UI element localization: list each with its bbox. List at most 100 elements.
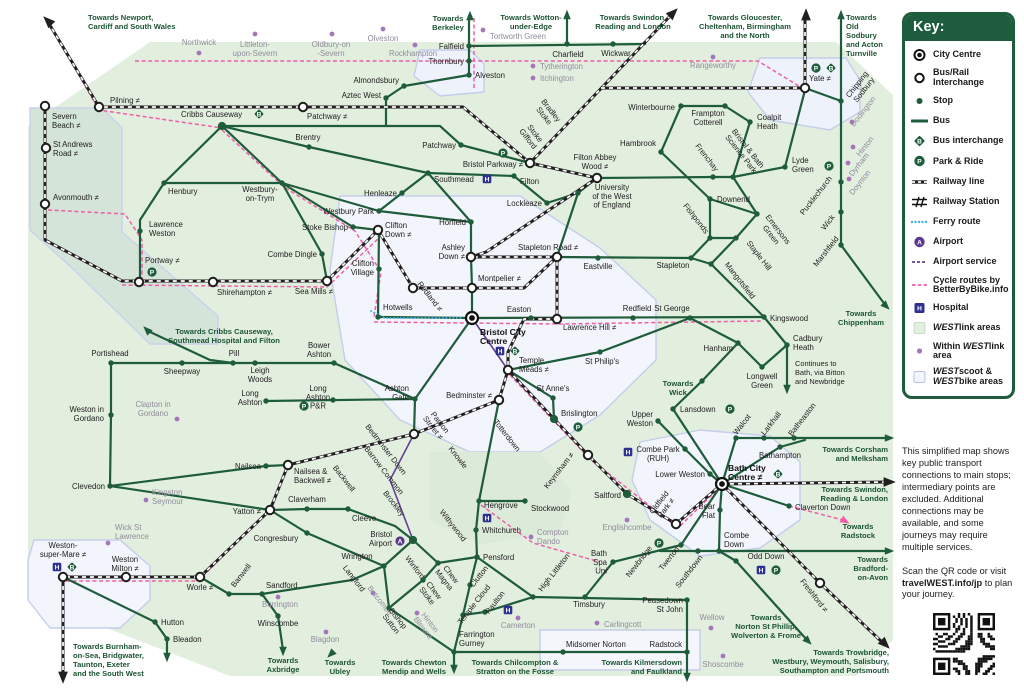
key-item-airsvc: Airport service bbox=[911, 255, 1006, 269]
bus-line bbox=[671, 341, 740, 486]
station-label: Burrington bbox=[262, 600, 298, 609]
station-label: Tortworth Green bbox=[490, 32, 546, 41]
station-label: Camerton bbox=[501, 621, 535, 630]
station-label: Pensford bbox=[483, 553, 514, 562]
bus-line bbox=[61, 575, 169, 658]
station-label: Radstock bbox=[649, 640, 682, 649]
station-label: Stockwood bbox=[531, 504, 569, 513]
wlink-icon-wrap bbox=[911, 321, 928, 335]
cc-icon bbox=[913, 49, 926, 61]
station-label: Rangeworthy bbox=[690, 61, 736, 70]
station-label: Westbury Park bbox=[323, 207, 374, 216]
station-label: Sea Mills ≠ bbox=[295, 287, 334, 296]
wlink-icon bbox=[913, 322, 926, 335]
station-worle: Worle ≠ bbox=[187, 571, 214, 592]
towards-label: Towards Gloucester,Cheltenham, Birmingha… bbox=[699, 13, 791, 40]
station-eastville: Eastville bbox=[583, 255, 613, 271]
towards-label: Towards Chilcompton &Stratton on the Fos… bbox=[472, 658, 559, 676]
towards-label: Towards Swindon,Reading & London bbox=[821, 485, 889, 503]
svg-text:A: A bbox=[917, 240, 922, 247]
stop-icon-wrap bbox=[911, 94, 928, 108]
station-brentry: Brentry bbox=[295, 133, 321, 150]
bus-line bbox=[377, 209, 473, 224]
station-saltford: Saltford bbox=[594, 489, 632, 500]
station-label: Horfield bbox=[439, 218, 466, 227]
station-label: Claverton Down bbox=[795, 503, 850, 512]
direction-arrow bbox=[279, 646, 287, 657]
station-alveston: Alveston bbox=[466, 71, 505, 80]
ferry-icon-wrap bbox=[911, 215, 928, 229]
hospital-icon: H bbox=[756, 565, 766, 575]
towards-label: Towards Newport,Cardiff and South Wales bbox=[88, 13, 175, 31]
hospital-icon: H bbox=[623, 447, 633, 457]
int-icon bbox=[914, 72, 925, 84]
bus-line bbox=[436, 555, 479, 565]
cycle-route bbox=[121, 236, 381, 288]
map-area-4 bbox=[27, 539, 151, 629]
bus-interchange-icon: B bbox=[67, 562, 77, 572]
station-sandford: Sandford bbox=[259, 581, 298, 597]
station-label: Stapleton Road ≠ bbox=[518, 243, 579, 252]
station-label: Southmead bbox=[434, 175, 474, 184]
station-label: Clevedon bbox=[72, 482, 105, 491]
station-label: Congresbury bbox=[254, 534, 299, 543]
station-wickwar: Wickwar bbox=[601, 41, 631, 58]
svg-text:B: B bbox=[776, 471, 781, 478]
station-label: Cleeve bbox=[352, 514, 376, 523]
qr-code-image bbox=[933, 613, 995, 676]
station-label: Northwick bbox=[182, 38, 216, 47]
cycle-route bbox=[480, 504, 601, 563]
station-aztec-west: Aztec West bbox=[342, 91, 389, 101]
key-item-label: Bus/Rail Interchange bbox=[933, 67, 985, 87]
station-oldbury-on-severn: Oldbury-on-Severn bbox=[312, 31, 350, 58]
bus-line bbox=[280, 171, 430, 213]
station-label: Bathampton bbox=[759, 451, 801, 460]
bus-interchange-icon: B bbox=[826, 63, 836, 73]
key-item-label: Railway line bbox=[933, 175, 985, 186]
station-patchway-bus: Patchway bbox=[422, 141, 464, 150]
towards-label: Towards Burnham-on-Sea, Bridgwater,Taunt… bbox=[73, 642, 144, 678]
station-redfield: Redfield bbox=[623, 304, 651, 321]
station-thornbury: Thornbury bbox=[428, 57, 472, 66]
note-paragraph-1: This simplified map shows key public tra… bbox=[902, 446, 1011, 552]
station-hanham: Hanham bbox=[704, 340, 741, 353]
station-label: Wrington bbox=[341, 552, 372, 561]
station-itchington: Itchington bbox=[530, 74, 574, 83]
busline-icon bbox=[911, 119, 928, 123]
bint-icon: B bbox=[914, 136, 925, 147]
station-bleadon: Bleadon bbox=[164, 635, 202, 644]
direction-arrow bbox=[143, 326, 153, 336]
bus-line bbox=[220, 124, 532, 165]
map-area-8 bbox=[539, 629, 701, 671]
direction-arrow bbox=[327, 648, 337, 658]
station-label: Westbury-on-Trym bbox=[242, 185, 278, 203]
key-item-label: Airport service bbox=[933, 256, 997, 267]
hospital-icon: H bbox=[482, 174, 492, 184]
station-olveston: Olveston bbox=[368, 26, 398, 43]
